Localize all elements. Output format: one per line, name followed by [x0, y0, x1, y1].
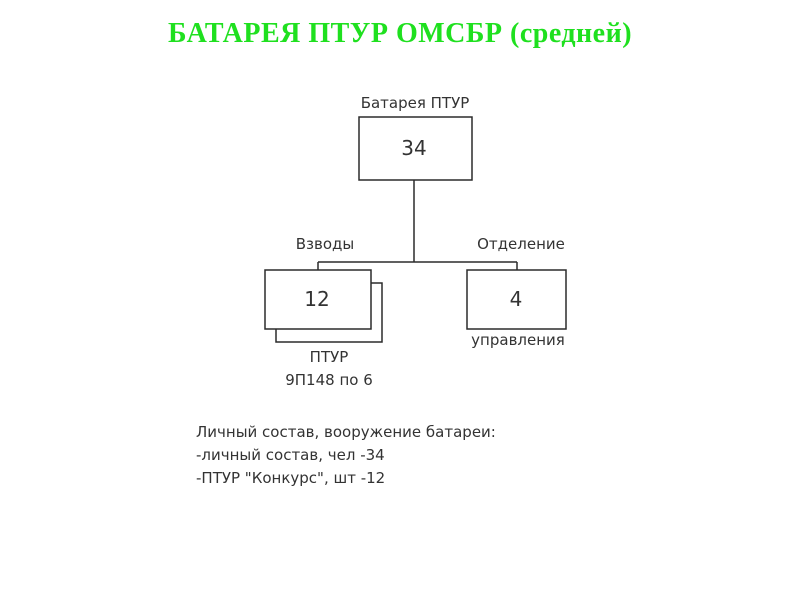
info-heading: Личный состав, вооружение батареи:	[196, 423, 496, 441]
info-atgm: -ПТУР "Конкурс", шт -12	[196, 469, 386, 487]
right-node-label: Отделение	[477, 235, 565, 253]
battery-info: Личный состав, вооружение батареи: -личн…	[196, 421, 496, 490]
right-node-value: 4	[510, 287, 523, 311]
left-node-label: Взводы	[296, 235, 355, 253]
left-node-sublabel-2: 9П148 по 6	[285, 371, 373, 389]
top-node-value: 34	[401, 136, 426, 160]
left-node-value: 12	[304, 287, 329, 311]
left-node-box	[264, 269, 372, 330]
right-node-sublabel: управления	[471, 331, 565, 349]
slide-title: БАТАРЕЯ ПТУР ОМСБР (средней)	[167, 18, 633, 49]
top-node-box	[358, 116, 473, 181]
top-node-label: Батарея ПТУР	[361, 94, 470, 112]
info-personnel: -личный состав, чел -34	[196, 446, 385, 464]
left-node-sublabel-1: ПТУР	[310, 348, 349, 366]
right-node-box	[466, 269, 567, 330]
